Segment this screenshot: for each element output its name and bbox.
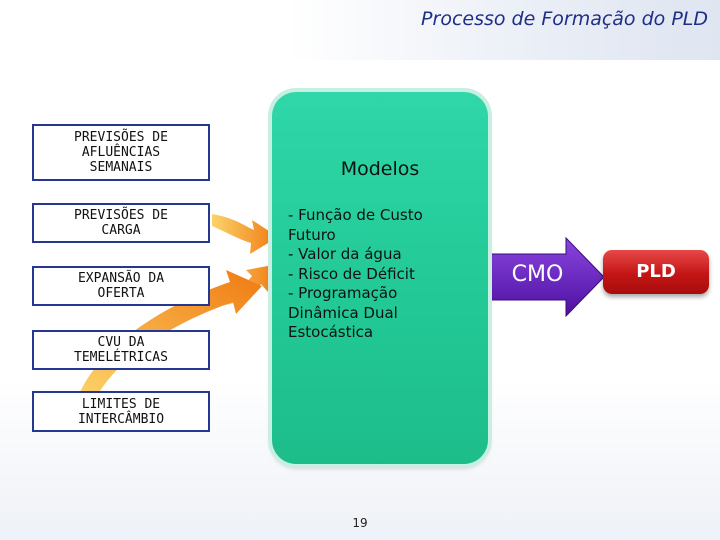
input-arrow-carga bbox=[212, 214, 278, 254]
input-label-carga: PREVISÕES DE CARGA bbox=[74, 208, 168, 238]
cmo-label: CMO bbox=[511, 262, 564, 287]
cmo-arrow bbox=[489, 236, 605, 318]
page-number: 19 bbox=[352, 516, 368, 530]
input-arrow-lower bbox=[80, 270, 262, 398]
header-band bbox=[0, 0, 720, 60]
pld-label: PLD bbox=[636, 261, 676, 282]
input-box-carga: PREVISÕES DE CARGA bbox=[32, 203, 210, 243]
page-title: Processo de Formação do PLD bbox=[421, 8, 708, 30]
input-box-termeletricas: CVU DA TEMELÉTRICAS bbox=[32, 330, 210, 370]
input-box-intercambio: LIMITES DE INTERCÂMBIO bbox=[32, 391, 210, 432]
input-label-oferta: EXPANSÃO DA OFERTA bbox=[77, 271, 165, 301]
input-label-afluencias: PREVISÕES DE AFLUÊNCIAS SEMANAIS bbox=[74, 130, 168, 175]
input-label-termeletricas: CVU DA TEMELÉTRICAS bbox=[74, 335, 168, 365]
input-box-afluencias: PREVISÕES DE AFLUÊNCIAS SEMANAIS bbox=[32, 124, 210, 181]
models-title: Modelos bbox=[340, 158, 420, 180]
input-box-oferta: EXPANSÃO DA OFERTA bbox=[32, 266, 210, 306]
pld-badge: PLD bbox=[603, 250, 709, 294]
models-box: Modelos - Função de Custo Futuro - Valor… bbox=[272, 92, 488, 464]
input-label-intercambio: LIMITES DE INTERCÂMBIO bbox=[77, 396, 165, 427]
models-description: - Função de Custo Futuro - Valor da água… bbox=[288, 206, 423, 341]
